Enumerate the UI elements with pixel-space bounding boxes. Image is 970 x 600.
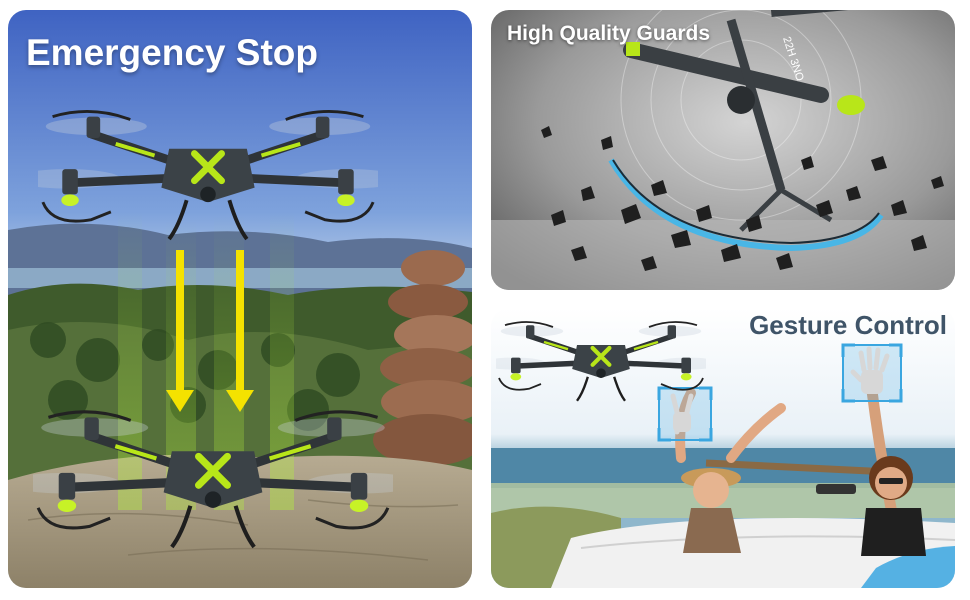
passenger-right — [861, 377, 926, 556]
blade-guard — [608, 158, 884, 252]
peace-hand-gesture-icon — [657, 386, 713, 442]
open-palm-gesture-icon — [841, 343, 903, 403]
gesture-control-scene — [491, 308, 955, 588]
guards-panel: 22H 3NO High Quality Guards — [491, 10, 955, 290]
down-arrow-icon — [166, 250, 254, 412]
guards-scene: 22H 3NO — [491, 10, 955, 290]
debris — [541, 126, 944, 271]
gesture-control-title: Gesture Control — [749, 310, 947, 340]
guards-title: High Quality Guards — [507, 22, 711, 45]
propeller-arm — [623, 10, 865, 232]
rock-stack — [373, 250, 472, 466]
emergency-stop-title: Emergency Stop — [26, 32, 318, 73]
emergency-stop-panel: Emergency Stop — [8, 10, 472, 588]
gesture-control-panel: Gesture Control — [491, 308, 955, 588]
emergency-stop-scene — [8, 10, 472, 588]
